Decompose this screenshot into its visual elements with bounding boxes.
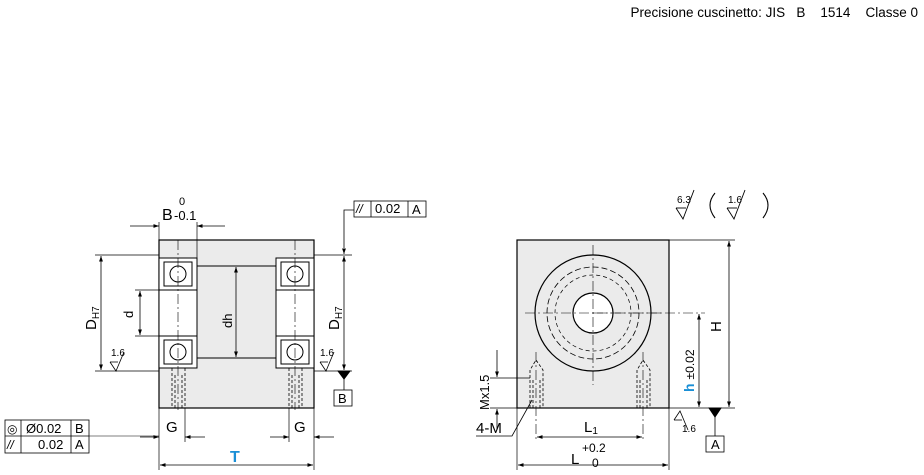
inner-d-label: d: [121, 311, 136, 318]
precision-code: 1514: [820, 5, 851, 20]
parallel2-datum: A: [75, 437, 84, 452]
datum-a-letter: A: [711, 437, 720, 452]
roughness-general: 6.3: [677, 195, 691, 206]
height-h-label: H: [708, 321, 725, 332]
parallelism-value: 0.02: [375, 201, 400, 216]
precision-label: Precisione cuscinetto:: [630, 5, 762, 20]
precision-standard: JIS: [765, 5, 786, 20]
length-tol-lower: 0: [592, 456, 599, 470]
bearing-precision-note: Precisione cuscinetto: JIS B 1514 Classe…: [631, 5, 919, 20]
length-l-label: L: [571, 451, 579, 468]
front-view: [4, 200, 427, 470]
side-view: [476, 189, 769, 470]
inner-dh-label: dh: [220, 314, 235, 328]
width-b-label: B: [162, 207, 173, 224]
length-tol-upper: +0.2: [582, 441, 606, 455]
total-length-t: T: [230, 449, 240, 466]
precision-grade: B: [796, 5, 806, 20]
precision-class: Classe 0: [865, 5, 918, 20]
concentricity-datum: B: [75, 421, 84, 436]
width-tol-upper: 0: [179, 196, 185, 208]
bore-dh7-left: DH7: [83, 306, 102, 330]
parallelism-datum: A: [412, 202, 421, 217]
thread-label: Mx1.5: [477, 375, 492, 410]
front-roughness-right: 1.6: [320, 348, 334, 359]
parallel2-symbol: //: [6, 438, 15, 452]
g-left-label: G: [166, 419, 178, 436]
base-roughness: 1.6: [682, 424, 696, 435]
concentricity-value: Ø0.02: [26, 421, 61, 436]
concentricity-symbol: ◎: [7, 422, 17, 436]
roughness-other: 1.6: [728, 195, 742, 206]
parallelism-symbol: //: [355, 202, 364, 216]
width-tol-lower: -0.1: [174, 208, 196, 223]
bore-dh7-right: DH7: [326, 306, 345, 330]
g-right-label: G: [294, 419, 306, 436]
hole-count-label: 4-M: [476, 420, 502, 437]
datum-b-letter: B: [338, 391, 347, 406]
front-roughness-left: 1.6: [111, 348, 125, 359]
side-view-text: 6.3 1.6 H h±0.02 Mx1.5 4-M L1 L +0.2 0 A…: [476, 195, 742, 470]
center-height-label: h±0.02: [681, 349, 697, 392]
parallel2-value: 0.02: [38, 437, 63, 452]
l1-label: L1: [584, 419, 598, 437]
front-view-text: B 0 -0.1 // 0.02 A DH7 d dh DH7 1.6 1.6 …: [6, 196, 421, 466]
